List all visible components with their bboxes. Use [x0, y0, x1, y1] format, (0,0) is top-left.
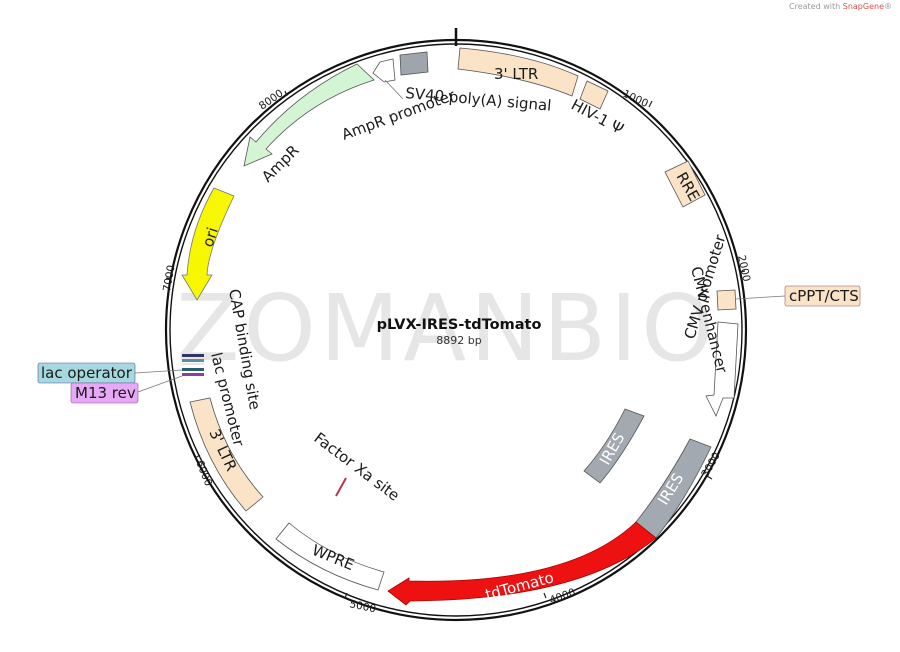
factor-xa-mark[interactable]: [335, 477, 347, 497]
plasmid-name: pLVX-IRES-tdTomato: [377, 317, 542, 333]
m13-rev-callout-box[interactable]: [70, 382, 139, 404]
ltr-5-segment[interactable]: [457, 47, 579, 97]
tick-label-2000: 2000: [735, 254, 752, 283]
m13-rev-label: M13 rev: [75, 384, 136, 402]
ampr-promoter-arrow[interactable]: [372, 58, 396, 83]
tdtomato-arrow[interactable]: [387, 521, 657, 606]
tick-label-4000: 4000: [548, 586, 577, 606]
watermark-text: ZOMANBIO: [176, 275, 717, 382]
ires-inner-segment[interactable]: [583, 408, 645, 484]
cppt-leader: [735, 295, 786, 300]
credit-prefix: Created with: [789, 2, 841, 11]
credit-suffix: ®: [884, 2, 892, 11]
lac-operator-leader: [134, 369, 183, 374]
tick-label-5000: 5000: [348, 598, 377, 615]
tick-label-7000: 7000: [161, 264, 177, 292]
plasmid-length: 8892 bp: [436, 334, 481, 347]
credit-brand: SnapGene: [842, 2, 884, 11]
cmv-enhancer-arrow[interactable]: [705, 321, 739, 417]
factor-xa-label: Factor Xa site: [311, 429, 403, 505]
ampr-arrow[interactable]: [243, 63, 375, 167]
ori-label: ori: [199, 225, 222, 249]
lac-region: [182, 354, 204, 376]
lac-operator-label: lac operator: [41, 364, 133, 382]
ori-arrow[interactable]: [181, 187, 235, 301]
ltr-5-label: 3' LTR: [494, 65, 538, 83]
cppt-label: cPPT/CTS: [789, 287, 859, 305]
sv40-segment[interactable]: [399, 51, 429, 76]
tick-marks: [165, 90, 746, 599]
rre-segment[interactable]: [664, 160, 706, 208]
ampr-promoter-leader: [384, 79, 404, 100]
tick-label-6000: 6000: [193, 459, 214, 488]
tick-label-8000: 8000: [257, 87, 286, 112]
m13-leader: [137, 375, 183, 393]
wpre-segment[interactable]: [275, 522, 385, 591]
snapgene-credit: Created with SnapGene®: [789, 2, 892, 11]
cppt-callout-box[interactable]: [784, 285, 861, 307]
hiv-psi-segment[interactable]: [579, 80, 609, 110]
cppt-segment[interactable]: [716, 289, 737, 311]
ltr-3-segment[interactable]: [189, 397, 264, 512]
